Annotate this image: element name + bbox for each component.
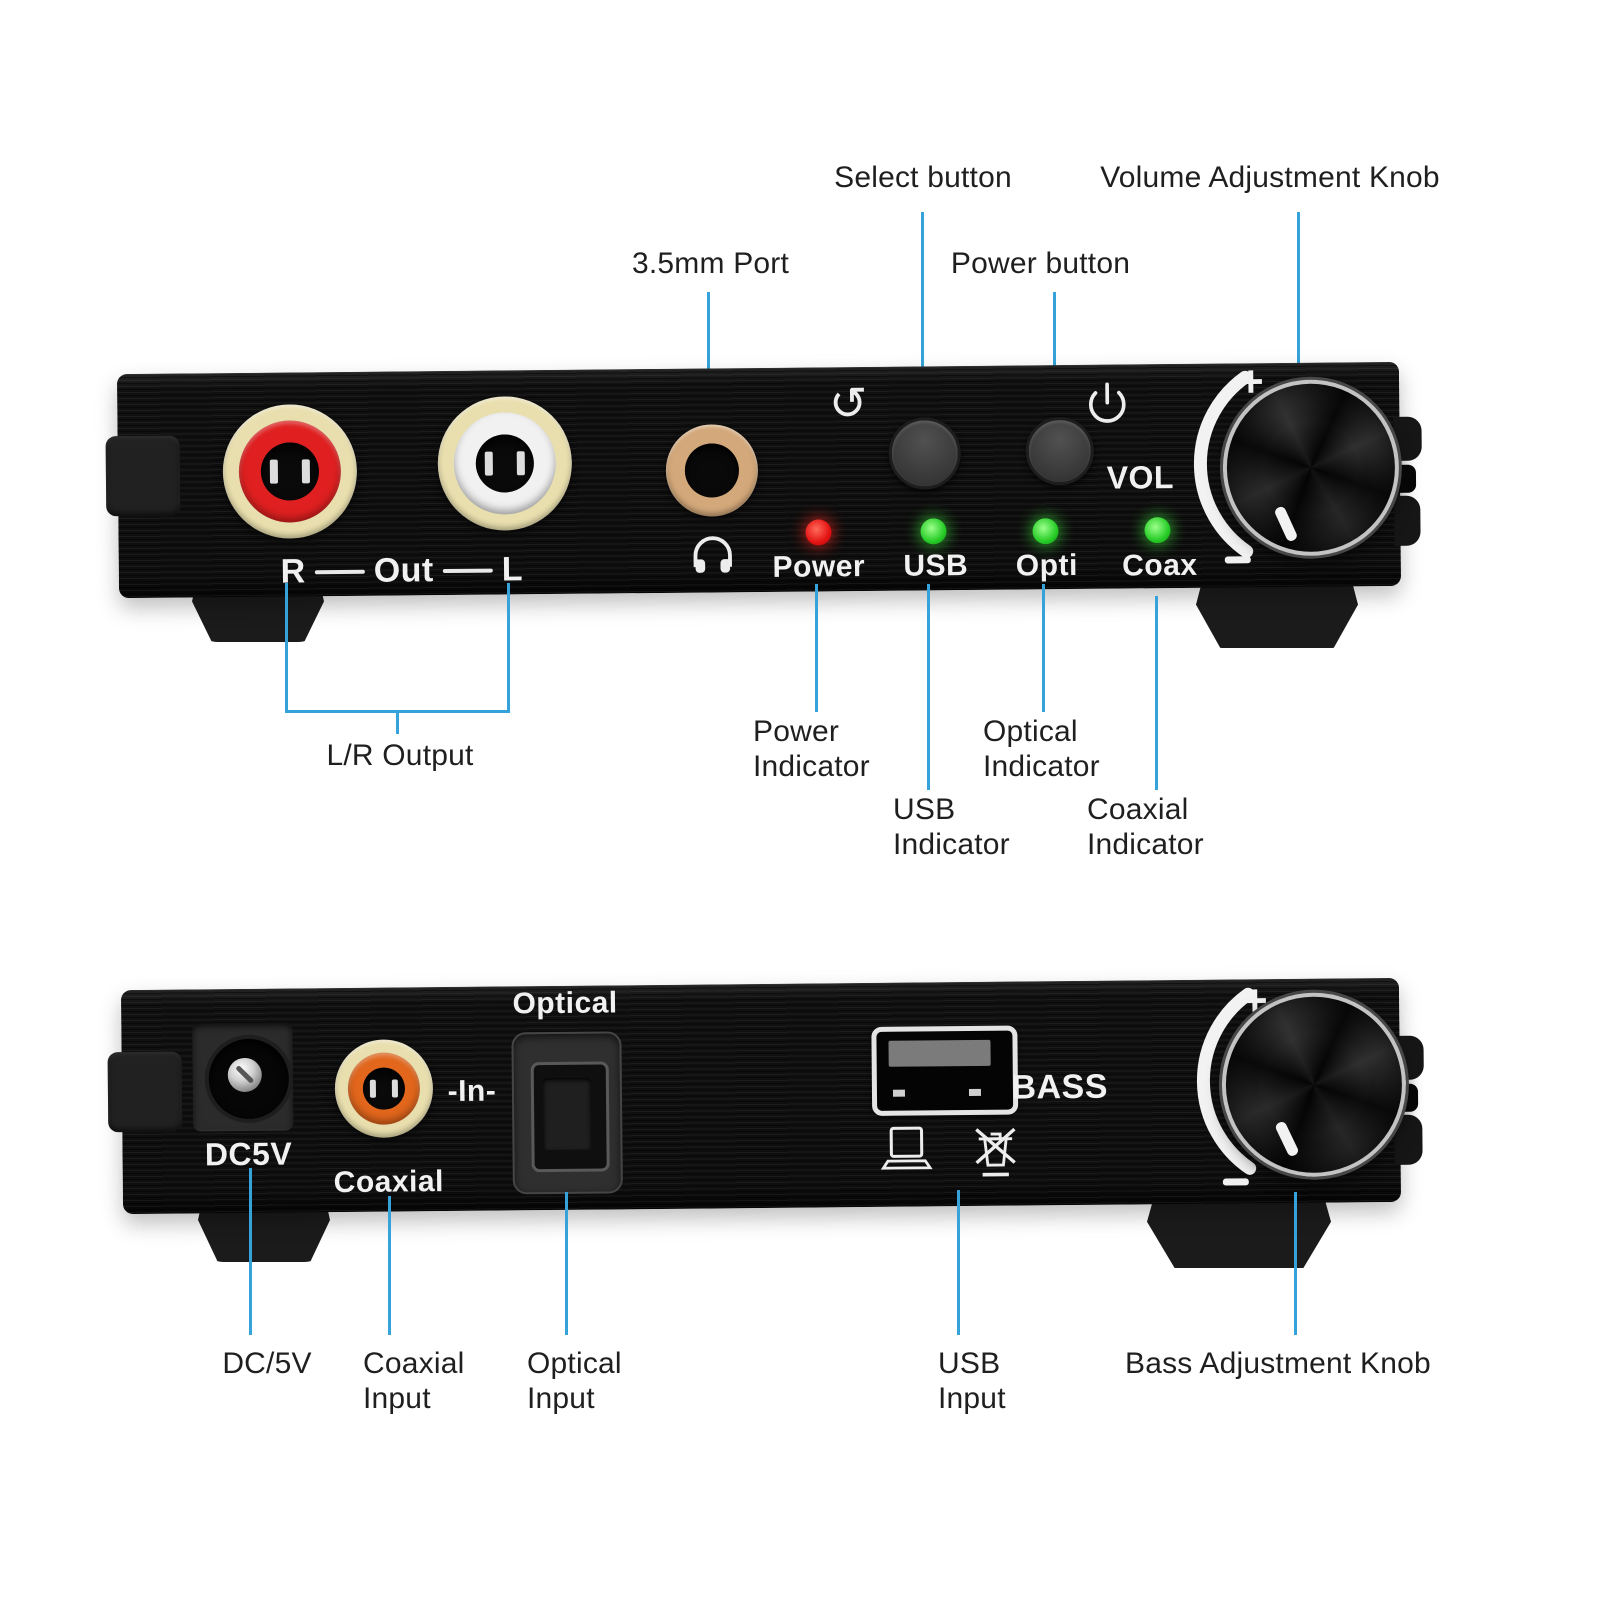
power-button-callout-line [1053, 292, 1056, 418]
front-panel-view: R Out L ↺ VOL + [105, 357, 1422, 599]
volume-knob [1222, 378, 1400, 557]
bass-knob [1221, 991, 1407, 1178]
l-label: L [501, 550, 524, 589]
usb-indicator-label: USB Indicator [893, 793, 1010, 862]
lr-output-label: L/R Output [326, 739, 474, 772]
dc-callout-line [249, 1168, 252, 1335]
volume-knob-callout-line [1297, 212, 1300, 384]
in-label: -In- [447, 1074, 497, 1109]
power-icon [1088, 382, 1126, 423]
laptop-icon [880, 1126, 933, 1170]
edge-bump [1394, 495, 1421, 546]
select-button-callout-line [921, 212, 924, 420]
select-button [888, 417, 962, 490]
coaxial-panel-label: Coaxial [333, 1165, 445, 1200]
select-button-label: Select button [834, 161, 1012, 194]
headphone-jack [665, 424, 759, 517]
lr-output-callout-line [285, 583, 288, 712]
screw-icon [121, 978, 1399, 1115]
power-button-label: Power button [950, 247, 1131, 280]
rca-output-right [222, 403, 358, 540]
bass-knob-label: Bass Adjustment Knob [1125, 1347, 1431, 1380]
lr-output-callout-line [396, 712, 399, 734]
optical-input-callout-line [565, 1192, 568, 1335]
weee-icon [975, 1127, 1016, 1177]
coaxial-indicator-callout-line [1155, 596, 1158, 790]
optical-input-label: Optical Input [527, 1347, 622, 1416]
power-led-label: Power [772, 549, 866, 584]
coax-led-label: Coax [1121, 548, 1198, 583]
power-led [805, 519, 832, 546]
device-foot [1147, 1202, 1331, 1268]
dc-label: DC/5V [222, 1347, 312, 1380]
volume-minus-mark [1224, 556, 1251, 564]
opti-led-label: Opti [1015, 548, 1078, 583]
device-foot [1196, 586, 1358, 648]
usb-led [920, 518, 947, 545]
coax-led [1144, 517, 1171, 544]
35mm-port-callout-line [707, 292, 710, 424]
rca-output-left [437, 395, 573, 532]
bass-minus-mark [1222, 1178, 1249, 1186]
optical-indicator-callout-line [1042, 584, 1045, 712]
out-label: Out [373, 551, 434, 590]
rca-output-row-label: R Out L [279, 550, 525, 591]
lr-output-callout-line [285, 710, 510, 713]
coaxial-input-callout-line [388, 1196, 391, 1335]
dash-line [442, 568, 493, 573]
35mm-port-label: 3.5mm Port [631, 247, 790, 280]
coaxial-input-label: Coaxial Input [363, 1347, 465, 1416]
optical-input-port [511, 1031, 623, 1195]
screw-icon [117, 362, 1399, 498]
coaxial-input-jack [334, 1039, 434, 1139]
optical-panel-label: Optical [512, 986, 618, 1021]
bass-label: BASS [1011, 1067, 1109, 1107]
lr-output-callout-line [507, 583, 510, 712]
opti-led [1032, 518, 1059, 545]
headphone-icon [693, 536, 732, 573]
dc-jack-pin [227, 1057, 262, 1093]
volume-knob-label: Volume Adjustment Knob [1100, 161, 1440, 194]
usb-port [871, 1025, 1019, 1116]
usb-led-label: USB [903, 548, 969, 583]
power-indicator-label: Power Indicator [753, 715, 870, 784]
vol-label: VOL [1106, 459, 1175, 496]
bass-knob-callout-line [1294, 1192, 1297, 1335]
usb-input-callout-line [957, 1190, 960, 1335]
screw-mount [107, 1051, 183, 1133]
usb-input-label: USB Input [938, 1347, 1006, 1416]
edge-bump [1394, 1114, 1423, 1165]
usb-indicator-callout-line [927, 584, 930, 790]
screw-mount [105, 435, 181, 517]
power-indicator-callout-line [815, 584, 818, 712]
coaxial-indicator-label: Coaxial Indicator [1087, 793, 1204, 862]
optical-indicator-label: Optical Indicator [983, 715, 1100, 784]
back-panel-view: DC5V Coaxial -In- Optical [107, 976, 1424, 1215]
select-cycle-icon: ↺ [828, 376, 868, 430]
dash-line [314, 569, 365, 574]
